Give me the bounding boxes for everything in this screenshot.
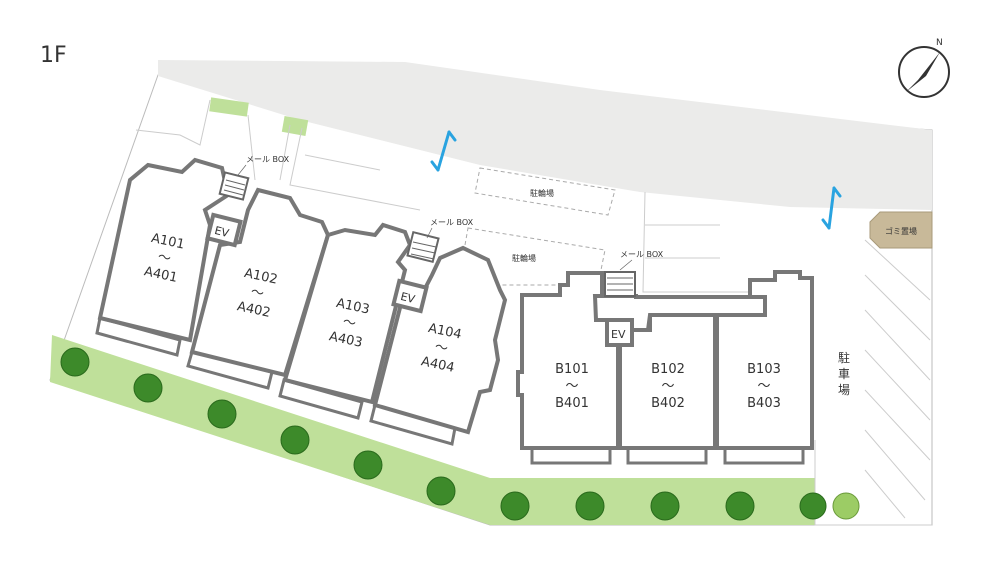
ev-label: EV [611, 328, 626, 341]
tree-icon [799, 492, 827, 520]
svg-text:A402: A402 [236, 299, 272, 321]
svg-text:〜: 〜 [565, 379, 578, 394]
svg-text:A104: A104 [427, 321, 463, 343]
bicycle-parking-1: 駐輪場 [474, 167, 616, 216]
svg-text:A103: A103 [335, 296, 371, 318]
svg-text:B103: B103 [747, 362, 781, 377]
tree-icon [832, 492, 860, 520]
svg-text:〜: 〜 [757, 379, 770, 394]
unit-B101: B101 〜 B401 [516, 271, 620, 450]
road [158, 60, 932, 210]
compass-icon: N [898, 38, 950, 98]
floor-label: 1F [40, 43, 67, 68]
svg-text:車: 車 [838, 367, 850, 381]
unit-A104: A104 〜 A404 [372, 245, 508, 435]
svg-text:〜: 〜 [341, 315, 357, 332]
svg-text:〜: 〜 [661, 379, 674, 394]
svg-text:A102: A102 [243, 266, 279, 288]
svg-text:ゴミ置場: ゴミ置場 [885, 226, 917, 236]
svg-text:〜: 〜 [156, 250, 172, 267]
svg-text:駐: 駐 [838, 350, 850, 365]
stair-core-2: EV メール BOX [391, 218, 474, 314]
unit-B102: B102 〜 B402 [618, 313, 717, 450]
tree-icon [500, 491, 530, 521]
tree-icon [575, 491, 605, 521]
svg-text:駐輪場: 駐輪場 [530, 188, 554, 198]
ev-label: EV [213, 224, 231, 240]
svg-text:B403: B403 [747, 396, 781, 411]
site-line [135, 99, 211, 146]
tree-icon [280, 425, 310, 455]
svg-text:B102: B102 [651, 362, 685, 377]
tree-icon [133, 373, 163, 403]
svg-text:A101: A101 [150, 231, 186, 253]
car-parking-label: 駐 車 場 [838, 350, 850, 397]
entrance-arrow-icon [821, 186, 842, 230]
svg-text:B401: B401 [555, 396, 589, 411]
b-corridor: EV メール BOX [592, 250, 767, 347]
ev-label: EV [399, 290, 417, 306]
tree-icon [207, 399, 237, 429]
entrance-arrow-icon [430, 130, 457, 172]
tree-icon [725, 491, 755, 521]
tree-icon [60, 347, 90, 377]
planter [209, 97, 249, 117]
garbage-area: ゴミ置場 [869, 211, 933, 249]
stair-core-1: EV メール BOX [205, 155, 290, 248]
svg-text:B402: B402 [651, 396, 685, 411]
mail-box-label: メール BOX [620, 250, 664, 259]
svg-text:〜: 〜 [433, 340, 449, 357]
svg-text:A401: A401 [143, 264, 179, 286]
svg-text:駐輪場: 駐輪場 [512, 253, 536, 263]
svg-text:A404: A404 [420, 354, 456, 376]
svg-text:場: 場 [838, 383, 850, 397]
trees [60, 347, 860, 521]
compass-north-label: N [936, 38, 943, 48]
site-line [247, 114, 291, 181]
tree-icon [353, 450, 383, 480]
mail-box-label: メール BOX [246, 155, 290, 164]
tree-icon [650, 491, 680, 521]
svg-text:〜: 〜 [249, 285, 265, 302]
tree-icon [426, 476, 456, 506]
svg-text:B101: B101 [555, 362, 589, 377]
parking-lines [289, 127, 932, 526]
svg-text:A403: A403 [328, 329, 364, 351]
unit-A101: A101 〜 A401 [97, 157, 231, 343]
mail-box-label: メール BOX [430, 218, 474, 227]
